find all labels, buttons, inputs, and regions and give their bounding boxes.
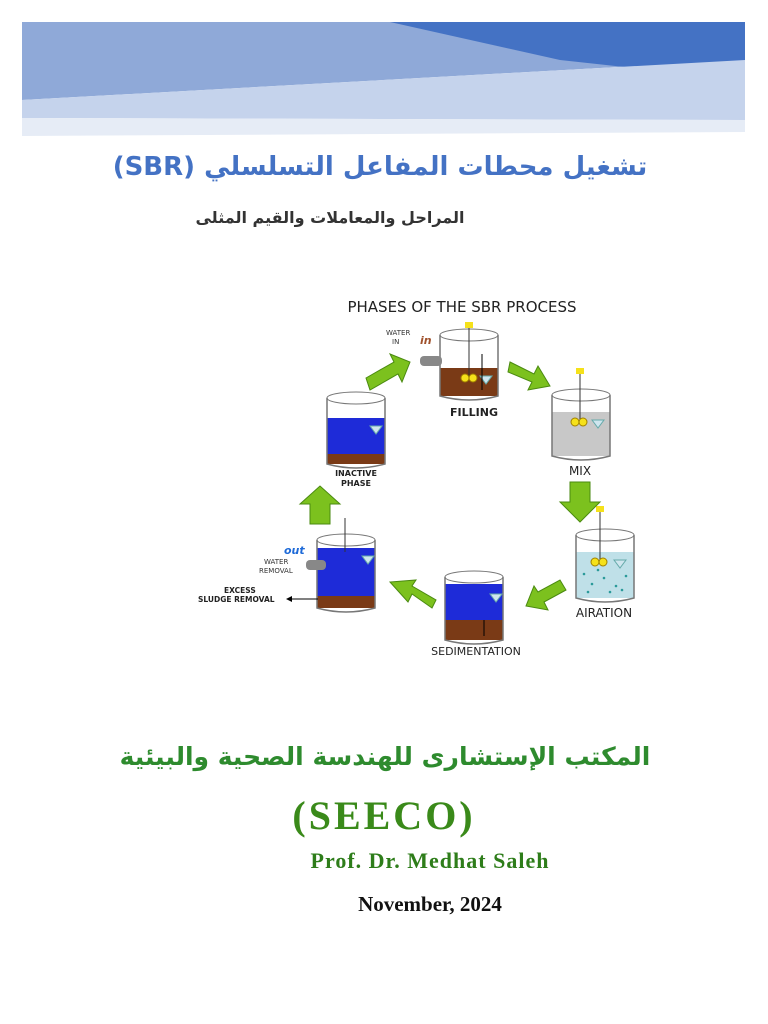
excess-sludge-label-2: SLUDGE REMOVAL [198,595,275,604]
arrow-airation-to-sedimentation [525,579,567,611]
phase-inactive-label-2: PHASE [341,479,371,488]
sbr-phases-diagram: PHASES OF THE SBR PROCESS WATER IN in FI… [198,298,635,658]
excess-sludge-label: EXCESS [224,586,256,595]
arrow-mix-to-airation [558,481,602,523]
phase-airation-label: AIRATION [576,606,632,620]
out-tag: out [284,544,305,557]
phase-sedimentation-label: SEDIMENTATION [431,645,521,658]
document-subtitle: المراحل والمعاملات والقيم المثلى [195,208,465,227]
organization-acronym: (SEECO) [292,793,476,838]
water-removal-tank [306,518,376,613]
water-removal-label-2: REMOVAL [259,567,293,575]
in-tag: in [420,334,432,347]
arrow-inactive-to-filling [365,353,411,391]
arrow-filling-to-mix [507,361,551,391]
arrow-removal-to-inactive [298,485,342,525]
arrow-sedimentation-to-removal [388,579,437,609]
water-in-label: WATER [386,329,410,337]
inactive-tank [326,391,386,469]
filling-tank [420,322,499,401]
document-date: November, 2024 [358,892,502,916]
document-title: تشغيل محطات المفاعل التسلسلي (SBR) [112,152,648,182]
airation-tank [575,506,635,603]
diagram-heading: PHASES OF THE SBR PROCESS [347,298,576,316]
water-in-label-2: IN [392,338,399,346]
phase-inactive-label: INACTIVE [335,469,377,478]
header-banner [22,22,745,136]
author-name: Prof. Dr. Medhat Saleh [310,848,550,873]
water-removal-label: WATER [264,558,288,566]
phase-filling-label: FILLING [450,406,498,419]
phase-mix-label: MIX [569,464,591,478]
office-name: المكتب الإستشارى للهندسة الصحية والبيئية [119,742,651,771]
sedimentation-tank [444,570,504,645]
mix-tank [551,368,611,461]
